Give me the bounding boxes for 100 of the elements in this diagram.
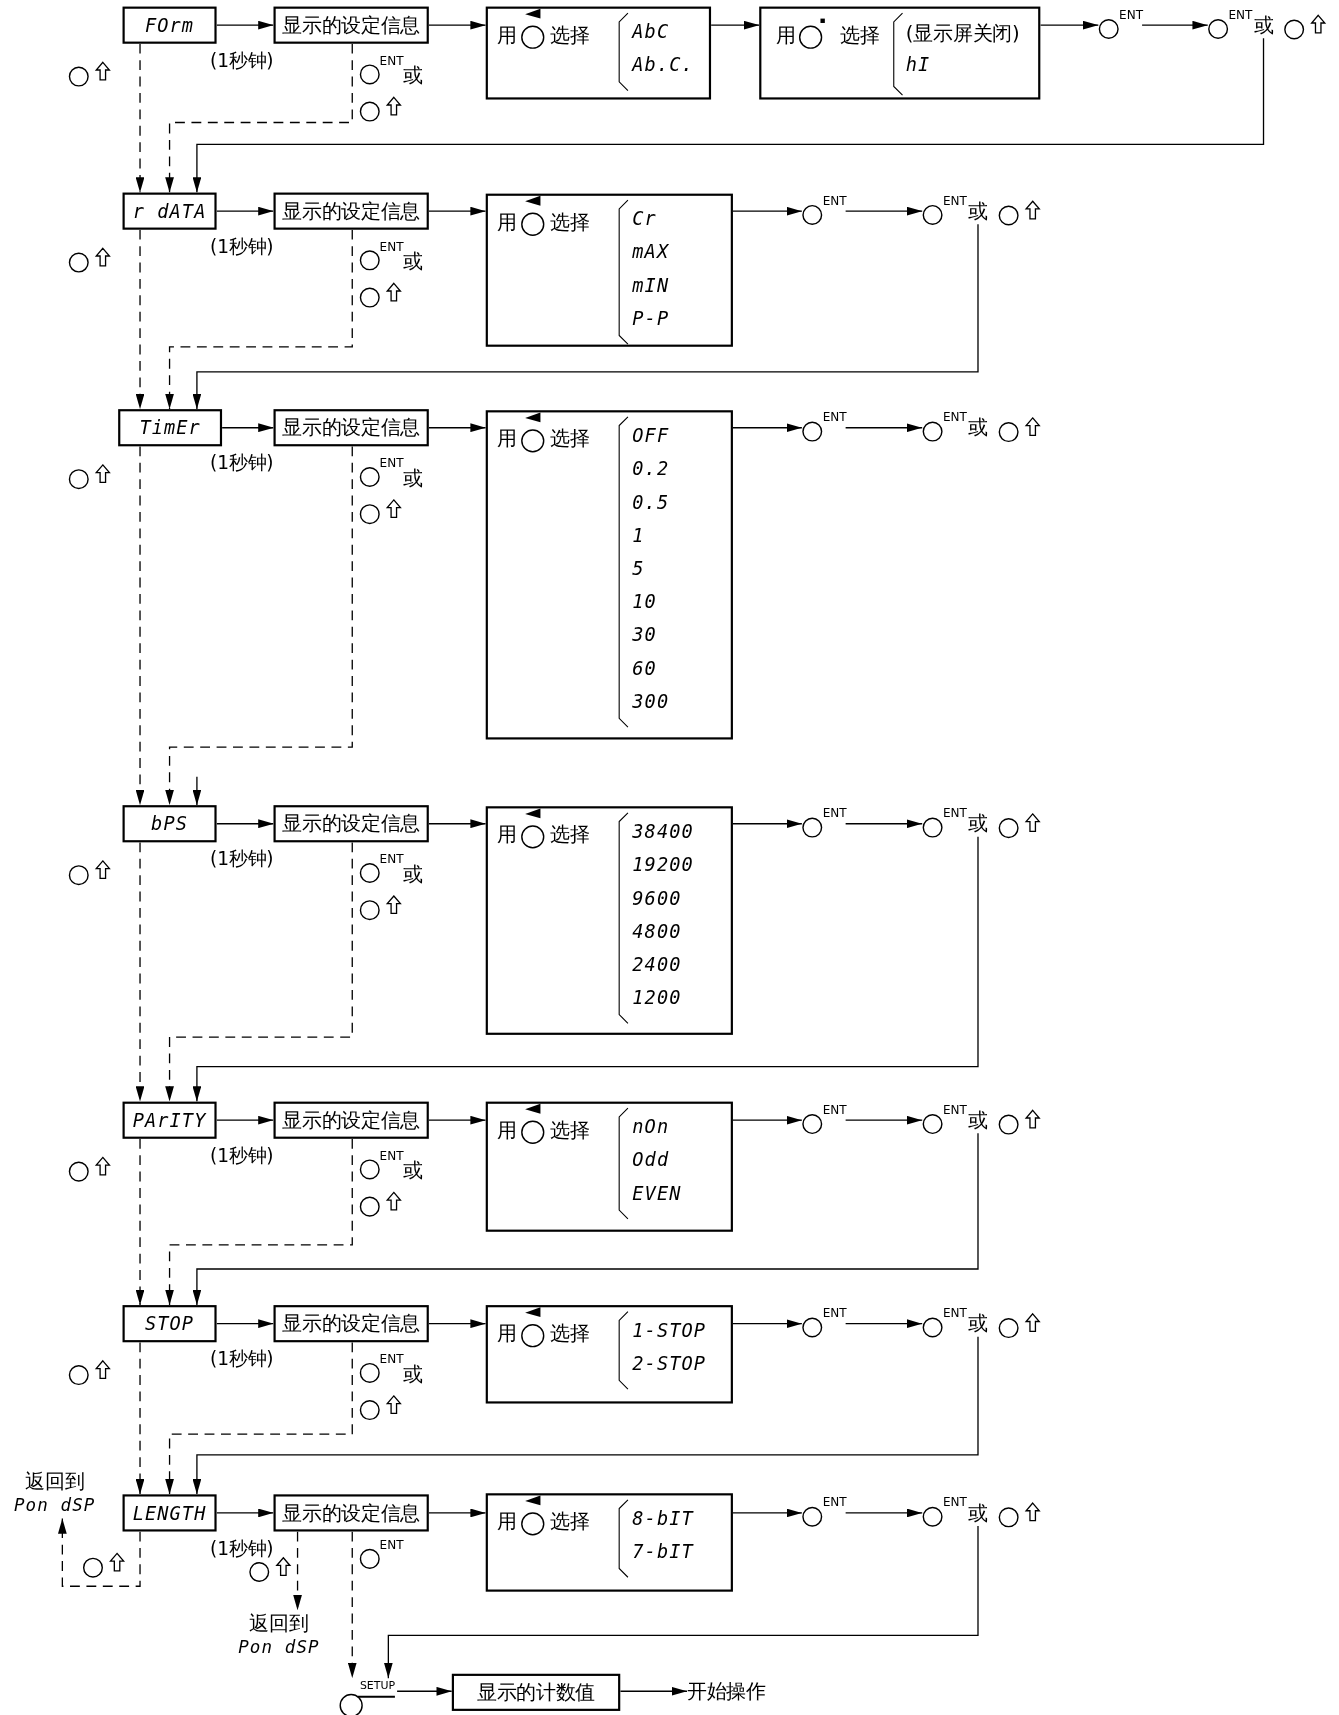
option-text: hI [905, 54, 931, 76]
arrow [428, 206, 487, 216]
selection-box [485, 410, 733, 740]
key-label: ENT [822, 1306, 847, 1321]
instruction-text: 用 [496, 425, 517, 452]
display-text: bPS [150, 811, 189, 837]
arrow [844, 1508, 923, 1518]
instruction-text: 用 [496, 209, 517, 235]
key-label: ENT [943, 1306, 967, 1321]
arrow [428, 819, 487, 829]
instruction-text: 选择 [550, 1508, 590, 1535]
note-text: (显示屏关闭) [905, 20, 1020, 47]
duration-label: (1秒钟) [210, 846, 274, 872]
arrow [732, 1319, 803, 1329]
arrow [844, 819, 923, 829]
option-text: 1200 [632, 986, 682, 1009]
arrow [732, 819, 803, 829]
arrow [710, 20, 760, 30]
box-text: 显示的设定信息 [281, 414, 422, 441]
dashed-arrow [347, 1530, 357, 1679]
option-text: 0.5 [632, 490, 670, 513]
key-label: ENT [1119, 7, 1144, 22]
arrow [844, 206, 923, 216]
display-text: LENGTH [131, 1501, 208, 1526]
display-text: Pon dSP [237, 1636, 321, 1658]
dashed-arrow [58, 1517, 141, 1587]
instruction-text: 用 [496, 821, 517, 848]
selection-box [759, 6, 1041, 100]
dashed-arrow [165, 1341, 353, 1495]
display-text: TimEr [138, 415, 202, 441]
display-box [118, 409, 223, 447]
arrow [732, 423, 803, 433]
option-text: OFF [632, 424, 670, 447]
arrow [215, 20, 275, 30]
arrow [428, 1508, 487, 1518]
display-box [122, 805, 217, 843]
key-label: ENT [822, 1495, 847, 1510]
arrow [428, 1319, 487, 1329]
option-text: 60 [632, 657, 657, 680]
option-text: 2-STOP [632, 1352, 707, 1375]
arrow [732, 1508, 803, 1518]
key-label: ENT [943, 806, 967, 821]
dashed-arrow [293, 1530, 302, 1611]
instruction-text: 用 [496, 1508, 517, 1535]
option-text: 30 [632, 624, 657, 646]
display-box [122, 1305, 217, 1343]
return-text: 返回到 [24, 1468, 86, 1495]
arrow [215, 1508, 275, 1518]
arrow [221, 423, 275, 433]
key-label: ENT [379, 1538, 404, 1553]
arrow [215, 1319, 275, 1329]
display-box [122, 192, 217, 230]
option-text: 10 [632, 590, 657, 613]
instruction-text: 用 [775, 21, 796, 48]
display-box [122, 1101, 217, 1139]
key-label: ENT [822, 193, 847, 208]
duration-label: (1秒钟) [210, 48, 274, 74]
option-text: 7-bIT [632, 1540, 694, 1563]
key-label: ENT [822, 1102, 847, 1117]
option-text: mIN [632, 274, 670, 297]
instruction-text: 选择 [550, 21, 590, 48]
arrow [844, 423, 923, 433]
or-text: 或 [1253, 12, 1274, 39]
or-text: 或 [402, 1158, 423, 1184]
arrow [428, 423, 487, 433]
or-text: 或 [968, 198, 988, 225]
option-text: 8-bIT [632, 1507, 694, 1530]
instruction-text: 用 [496, 1117, 517, 1143]
box-text: 显示的设定信息 [281, 1310, 422, 1337]
or-text: 或 [968, 1499, 988, 1526]
option-text: 2400 [632, 953, 682, 976]
option-text: nOn [632, 1115, 670, 1138]
arrow [428, 20, 487, 30]
dashed-arrow [165, 841, 353, 1103]
display-text: Pon dSP [13, 1494, 97, 1516]
arrow [732, 1115, 803, 1125]
key-label: ENT [379, 456, 404, 471]
or-text: 或 [402, 249, 423, 275]
option-text: P-P [632, 307, 670, 330]
display-text: FOrm [143, 13, 196, 39]
or-text: 或 [402, 862, 423, 887]
box-text: 显示的设定信息 [281, 198, 422, 225]
dashed-arrow [135, 1138, 145, 1306]
box-text: 显示的计数值 [475, 1679, 597, 1706]
end-text: 开始操作 [687, 1678, 766, 1705]
instruction-text: 选择 [840, 21, 880, 48]
duration-label: (1秒钟) [210, 450, 274, 476]
arrow [396, 1686, 453, 1696]
instruction-text: 选择 [550, 821, 590, 848]
option-text: 1 [632, 524, 645, 547]
dashed-arrow [135, 445, 145, 806]
instruction-text: 选择 [550, 209, 590, 235]
display-text: STOP [143, 1311, 196, 1337]
selection-box [485, 1101, 733, 1232]
arrow [844, 1115, 923, 1125]
key-label: ENT [822, 410, 847, 425]
arrow [215, 206, 275, 216]
key-label: ENT [379, 239, 404, 254]
key-label: ENT [822, 806, 847, 821]
arrow [384, 1525, 979, 1679]
